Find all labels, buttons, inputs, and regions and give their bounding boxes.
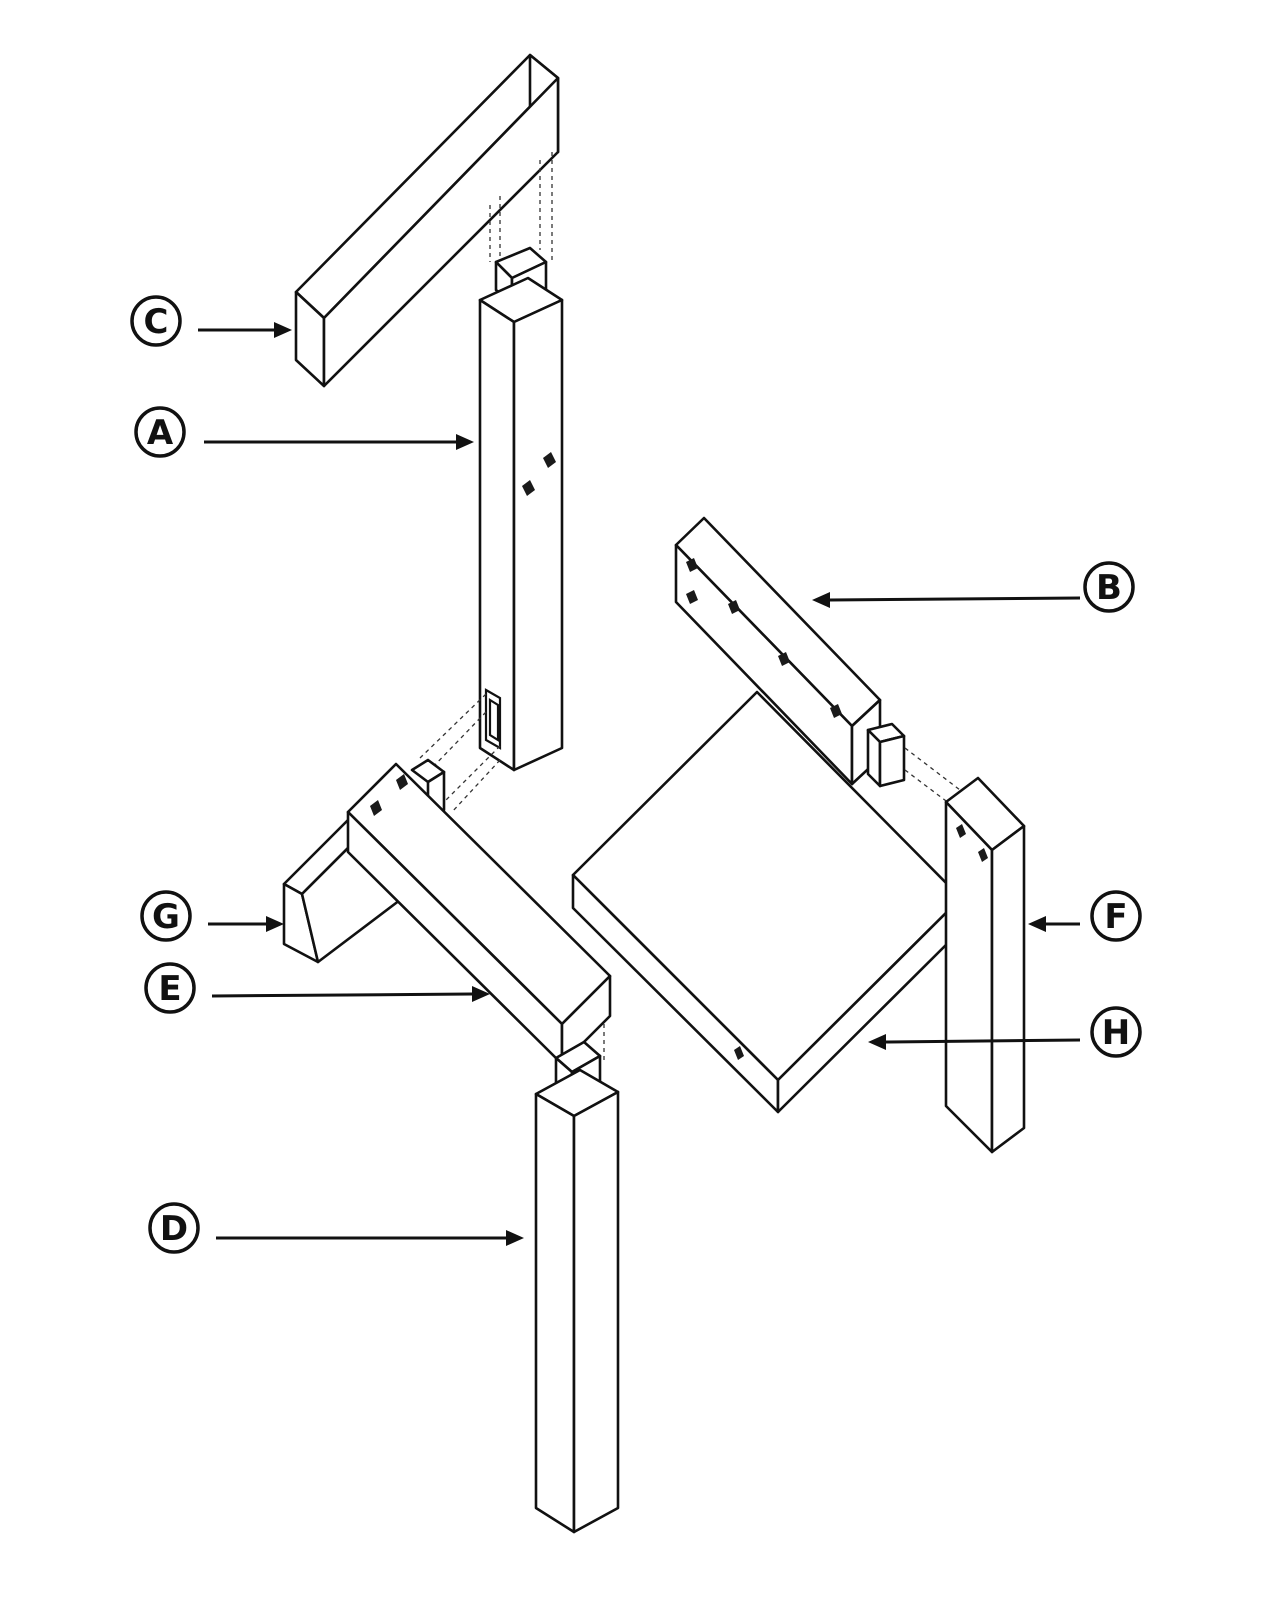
guides-a-to-e [419, 693, 501, 813]
arrow-b [812, 592, 1081, 608]
arrow-a [204, 434, 474, 450]
callout-a: A [134, 406, 186, 458]
callout-e: E [144, 962, 196, 1014]
callout-a-text: A [147, 413, 174, 453]
callout-e-text: E [158, 969, 181, 1009]
callout-d-text: D [160, 1209, 188, 1249]
guides-b-to-f [904, 747, 961, 811]
part-d-front-leg [534, 1040, 620, 1534]
arrow-d [216, 1230, 524, 1246]
arrow-h [868, 1034, 1081, 1050]
guides-c-to-a [489, 152, 553, 262]
arrow-c [198, 322, 292, 338]
part-f-front-post [944, 776, 1026, 1154]
callout-f-text: F [1104, 897, 1127, 937]
callout-f: F [1090, 890, 1142, 942]
callout-b-text: B [1096, 568, 1122, 608]
callout-b: B [1083, 561, 1135, 613]
part-b-side-rail [674, 516, 906, 788]
arrow-g [208, 916, 284, 932]
part-c-top-rail [294, 53, 560, 388]
arrow-f [1028, 916, 1080, 932]
part-a-rear-post [478, 246, 564, 772]
callout-g: G [140, 890, 192, 942]
callout-h-text: H [1102, 1013, 1130, 1053]
callout-c-text: C [144, 302, 169, 342]
part-h-seat [571, 690, 963, 1114]
arrow-e [211, 986, 490, 1002]
callout-c: C [130, 295, 182, 347]
callout-d: D [148, 1202, 200, 1254]
callout-g-text: G [152, 897, 180, 937]
callout-h: H [1090, 1006, 1142, 1058]
part-e-side-rail [346, 758, 612, 1066]
